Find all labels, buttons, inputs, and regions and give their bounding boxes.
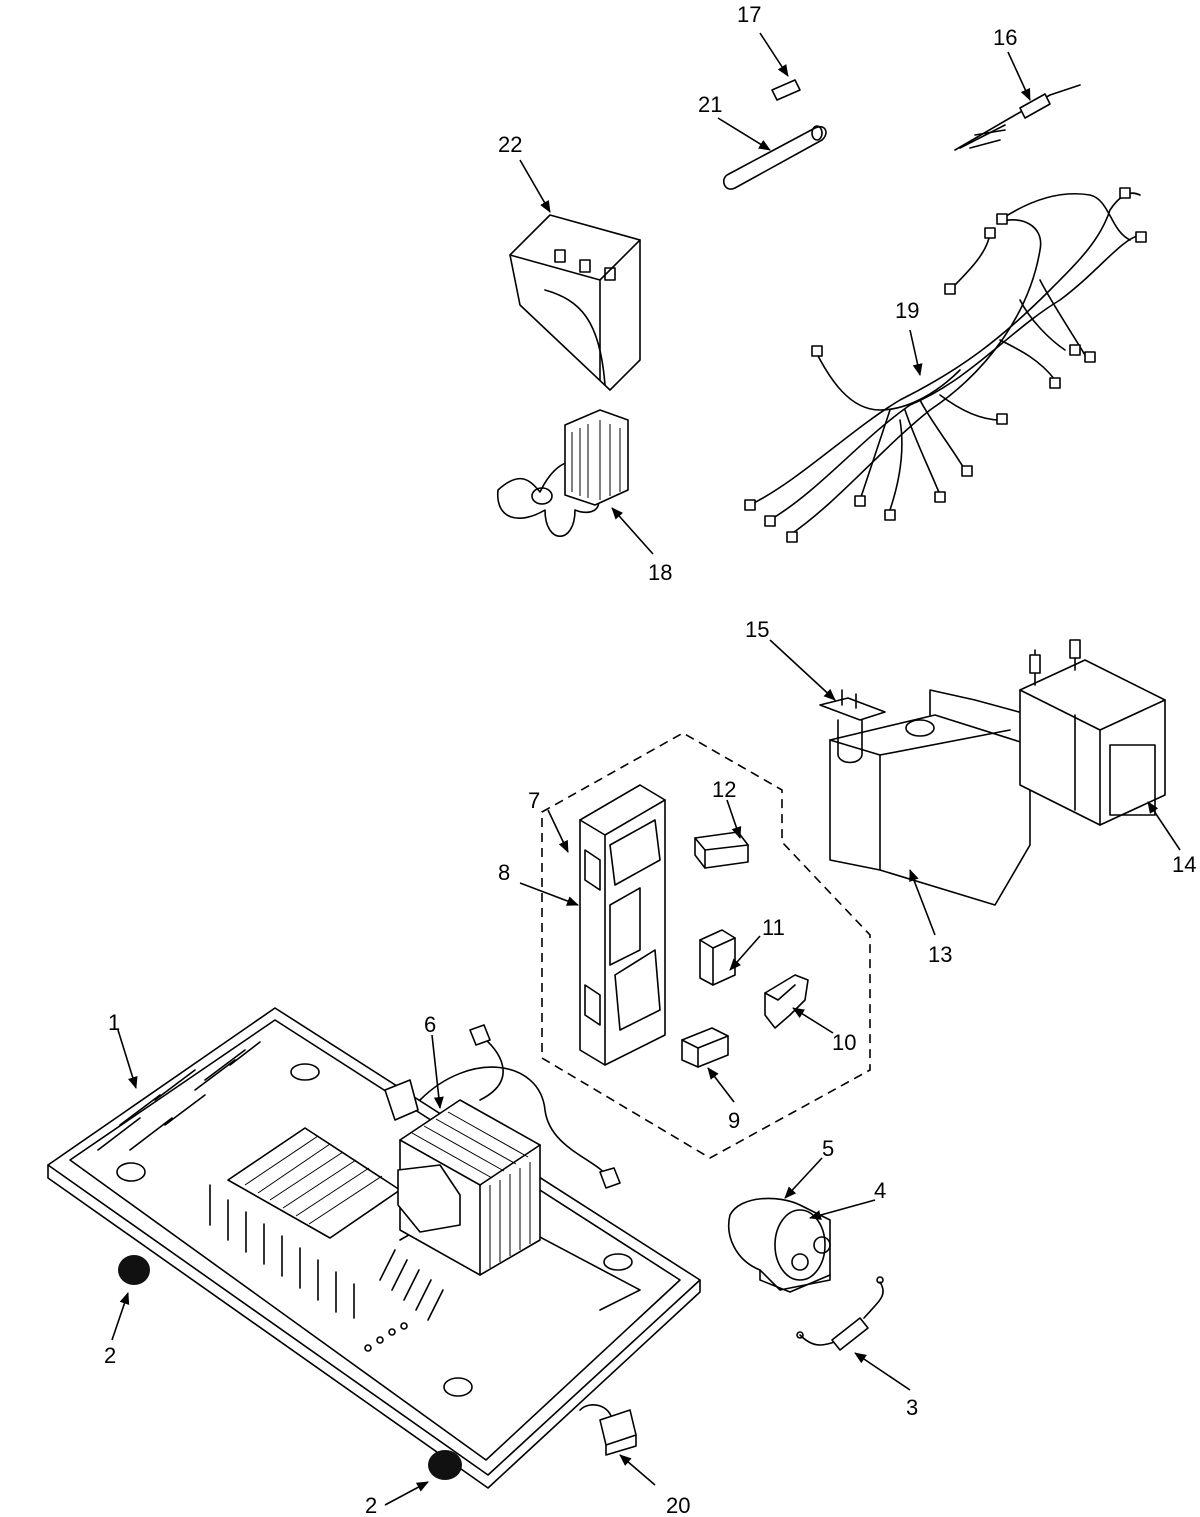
label-part-4: 4	[874, 1178, 886, 1203]
label-part-17: 17	[737, 2, 761, 27]
label-part-10: 10	[832, 1030, 856, 1055]
label-part-9: 9	[728, 1108, 740, 1133]
label-part-19: 19	[895, 298, 919, 323]
callout-labels: 1 2 2 3 4 5 6 7 8 9 10 11 12 13 14 15 16…	[104, 2, 1196, 1517]
latch-bracket-part	[579, 784, 666, 1066]
label-part-18: 18	[648, 560, 672, 585]
label-part-14: 14	[1172, 852, 1196, 877]
foot-part-upper	[118, 1255, 150, 1285]
label-part-7: 7	[528, 788, 540, 813]
interlock-kit-boundary	[541, 732, 871, 1159]
foot-part-lower	[428, 1450, 462, 1480]
label-part-3: 3	[906, 1395, 918, 1420]
label-part-16: 16	[993, 25, 1017, 50]
switch-part-11	[699, 929, 736, 986]
terminal-block-part	[579, 1404, 637, 1456]
transformer-part	[384, 1024, 621, 1276]
label-part-13: 13	[928, 942, 952, 967]
diode-part	[796, 1276, 884, 1351]
label-part-1: 1	[108, 1010, 120, 1035]
label-part-22: 22	[498, 132, 522, 157]
label-part-11: 11	[762, 915, 785, 940]
fan-duct-part	[509, 214, 641, 391]
label-part-12: 12	[712, 777, 736, 802]
label-part-2a: 2	[104, 1343, 116, 1368]
label-part-20: 20	[666, 1493, 690, 1517]
label-part-21: 21	[698, 92, 722, 117]
actuator-part-10	[764, 974, 809, 1029]
label-part-8: 8	[498, 860, 510, 885]
label-part-15: 15	[745, 617, 769, 642]
fuse-holder-part	[723, 125, 827, 190]
label-part-6: 6	[424, 1012, 436, 1037]
fan-motor-part	[497, 409, 629, 538]
thermal-cutout-part	[819, 689, 886, 764]
base-plate-part	[47, 1007, 701, 1489]
fuse-part	[771, 79, 801, 101]
switch-part-9	[681, 1027, 729, 1068]
leader-arrows	[111, 32, 1181, 1506]
capacitor-part	[728, 1197, 831, 1293]
power-cord-part	[954, 84, 1081, 151]
wire-harness-part	[744, 187, 1147, 543]
label-part-5: 5	[822, 1136, 834, 1161]
label-part-2b: 2	[365, 1493, 377, 1517]
magnetron-part	[1019, 639, 1166, 826]
air-guide-part	[829, 689, 1031, 906]
